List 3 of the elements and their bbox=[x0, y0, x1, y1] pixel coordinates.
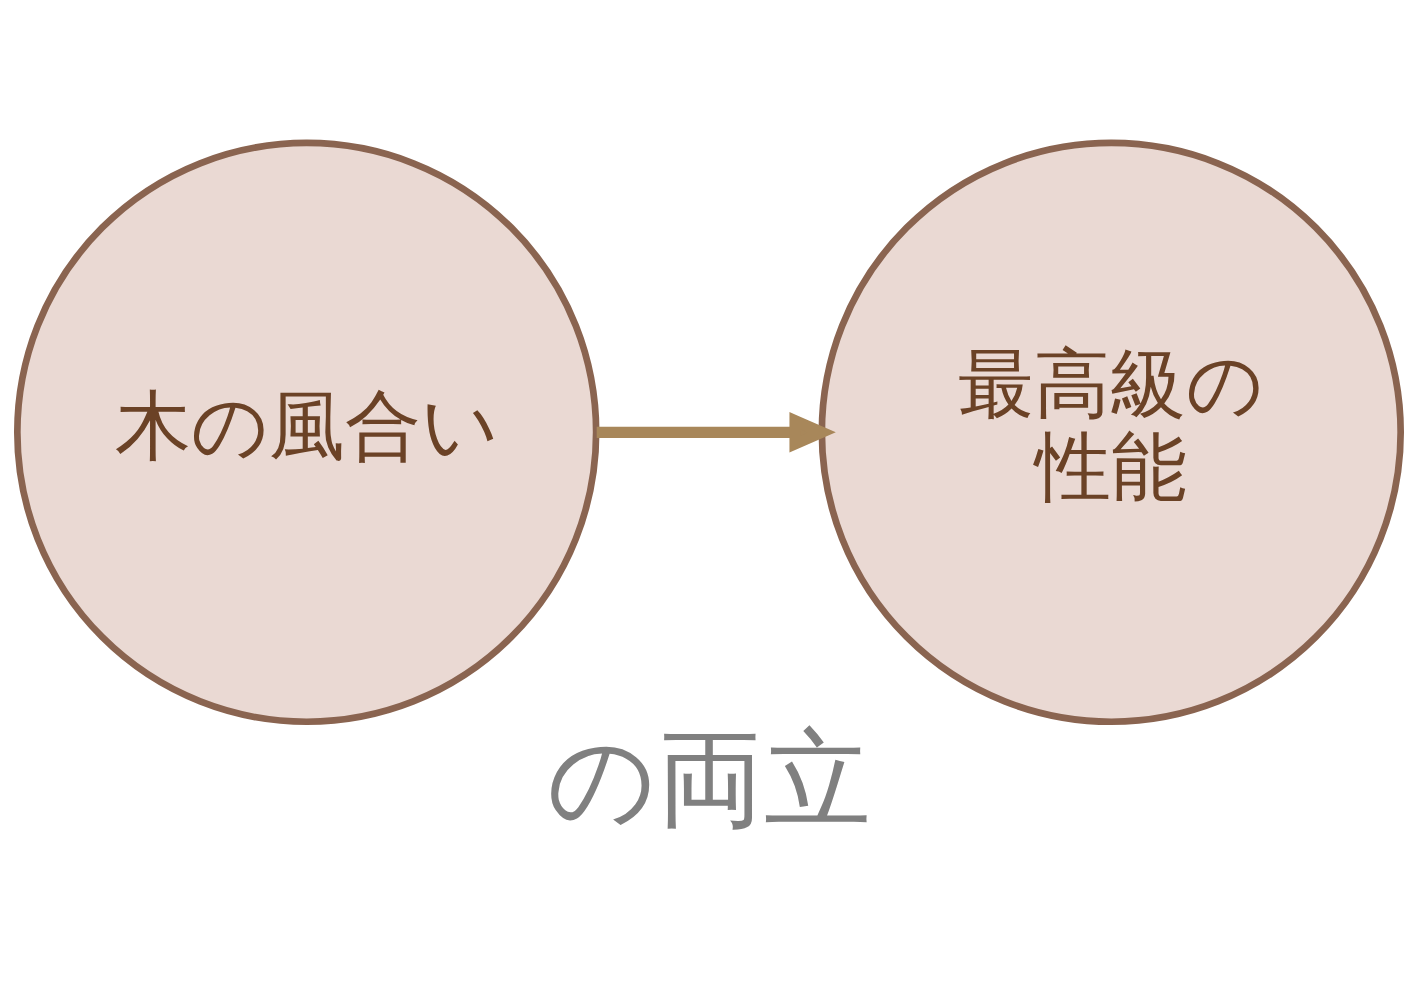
arrow bbox=[596, 411, 836, 453]
node-circle: 最高級の性能 bbox=[818, 139, 1404, 725]
node-circle: 木の風合い bbox=[14, 139, 600, 725]
